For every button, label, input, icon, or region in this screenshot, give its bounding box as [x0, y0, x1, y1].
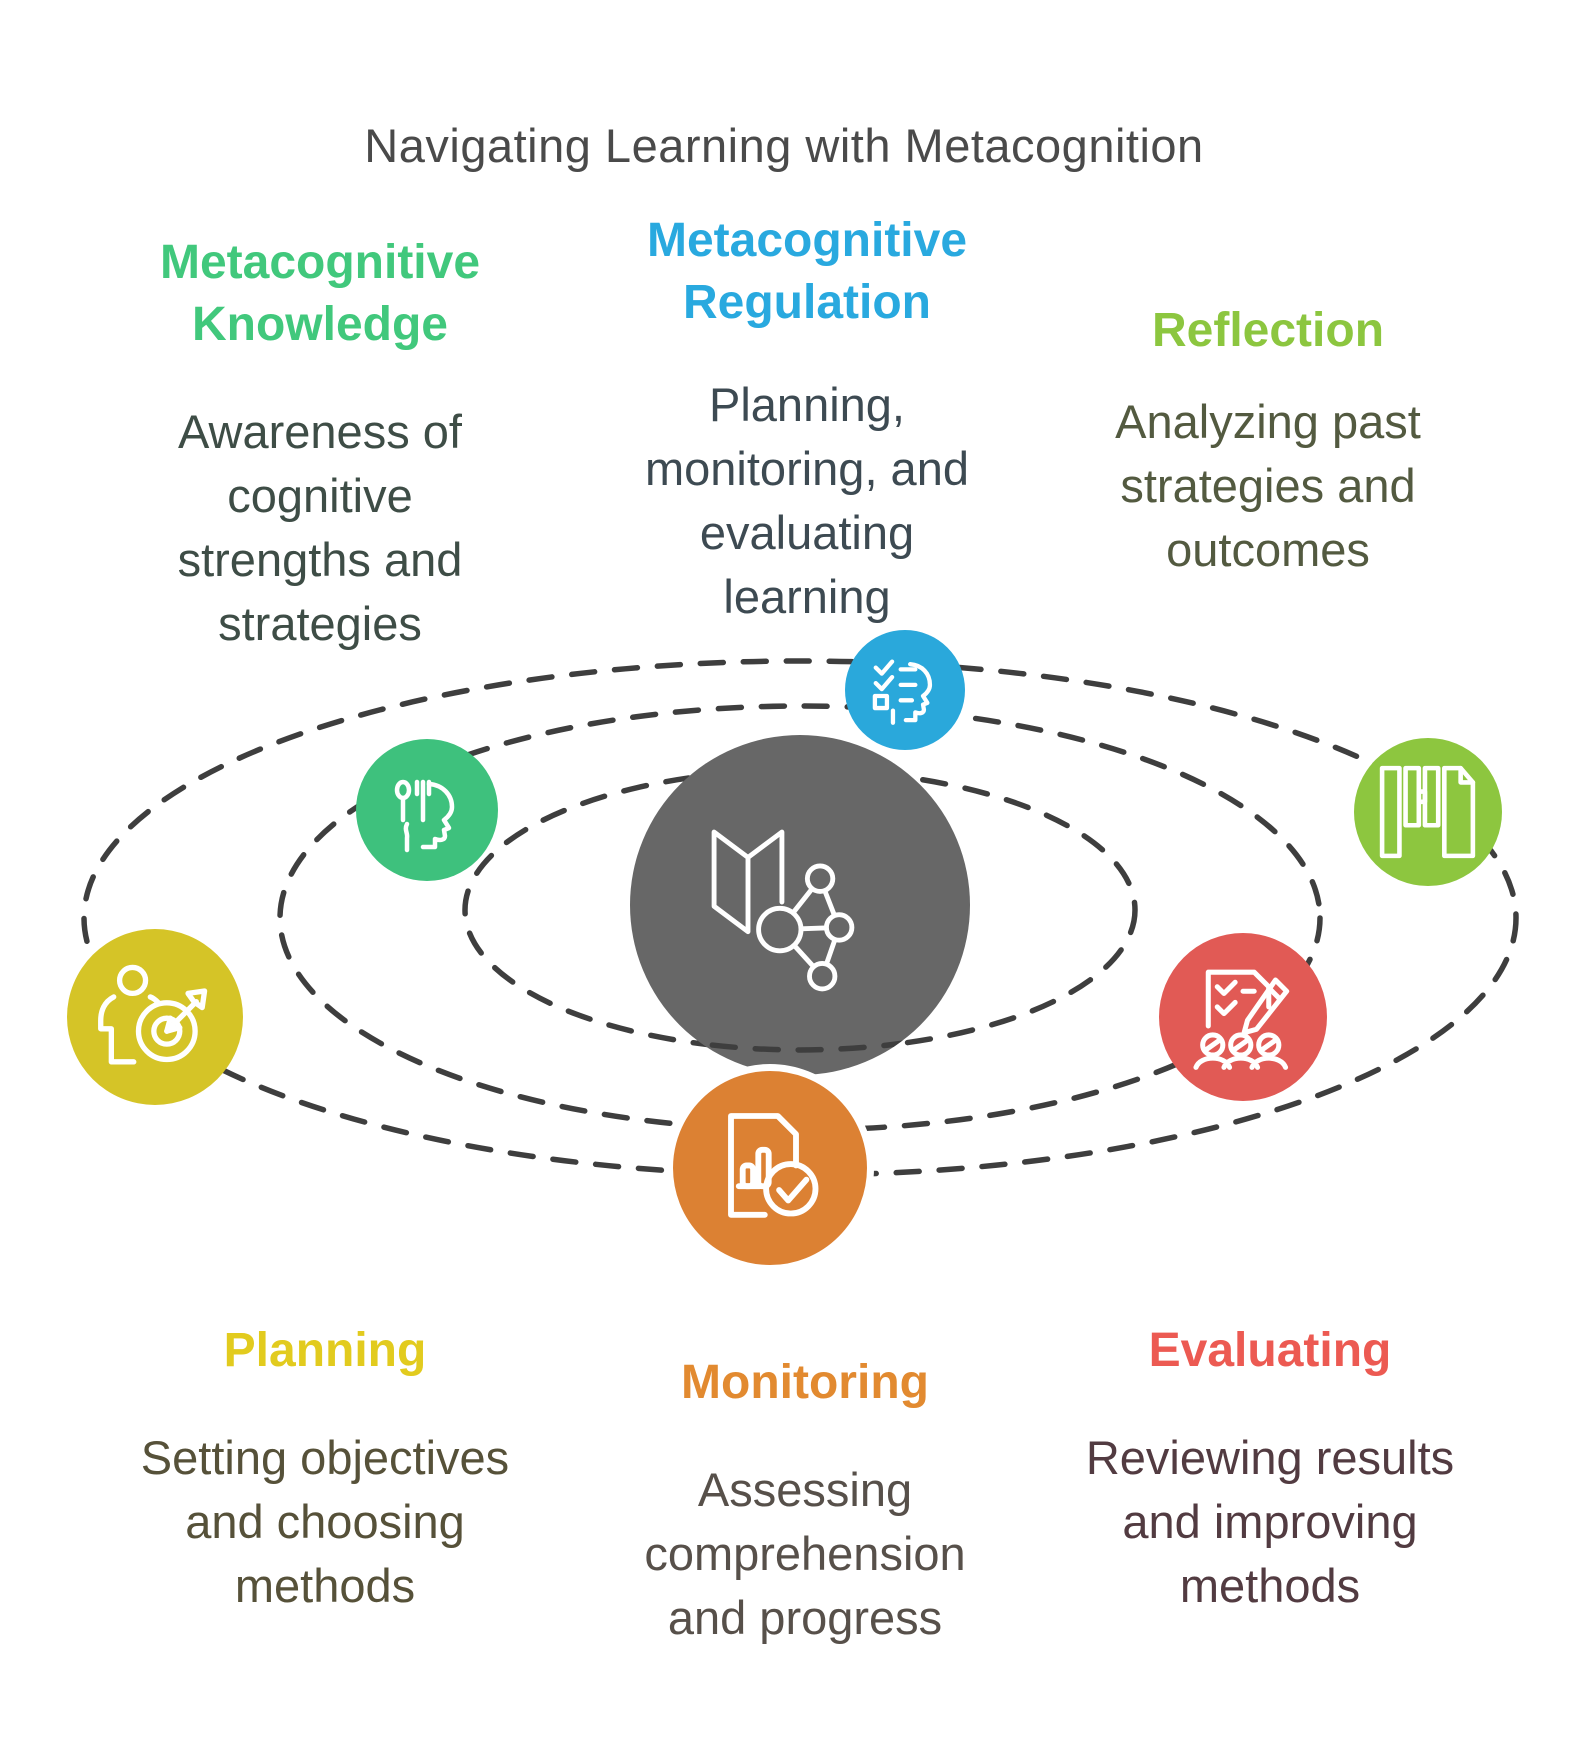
books-icon	[1379, 765, 1476, 859]
document-pencil-people-icon	[1193, 969, 1290, 1070]
orbit-ring-inner-front	[630, 907, 970, 1053]
head-utensils-icon	[394, 779, 455, 853]
section-metacognitive-regulation: Metacognitive Regulation Planning, monit…	[617, 210, 997, 628]
section-body-monitoring: Assessing comprehension and progress	[644, 1463, 966, 1645]
section-monitoring: Monitoring Assessing comprehension and p…	[615, 1352, 995, 1650]
section-title-monitoring: Monitoring	[681, 1356, 929, 1409]
section-title-reflection: Reflection	[1151, 304, 1385, 357]
evaluating-orbit-node	[1159, 933, 1327, 1101]
section-title-metacognitive-regulation: Metacognitive Regulation	[646, 214, 968, 330]
section-body-metacognitive-regulation: Planning, monitoring, and evaluating lea…	[645, 377, 969, 623]
reflection-orbit-node	[1354, 738, 1502, 886]
section-body-planning: Setting objectives and choosing methods	[140, 1431, 510, 1613]
section-title-metacognitive-knowledge: Metacognitive Knowledge	[159, 236, 481, 352]
section-metacognitive-knowledge: Metacognitive Knowledge Awareness of cog…	[130, 232, 510, 655]
knowledge-orbit-node	[356, 739, 498, 881]
section-reflection: Reflection Analyzing past strategies and…	[1078, 300, 1458, 582]
section-evaluating: Evaluating Reviewing results and improvi…	[1050, 1320, 1490, 1618]
planning-orbit-node	[67, 929, 243, 1105]
section-planning: Planning Setting objectives and choosing…	[105, 1320, 545, 1618]
orbit-ring-outer	[81, 658, 1519, 1178]
section-title-planning: Planning	[223, 1324, 427, 1377]
section-body-evaluating: Reviewing results and improving methods	[1085, 1431, 1455, 1613]
section-title-evaluating: Evaluating	[1148, 1324, 1392, 1377]
regulation-orbit-node	[845, 630, 965, 750]
section-body-reflection: Analyzing past strategies and outcomes	[1115, 395, 1421, 577]
monitoring-orbit-node	[666, 1064, 874, 1272]
checklist-head-icon	[872, 659, 933, 725]
person-target-icon	[98, 964, 208, 1065]
map-network-icon	[711, 829, 855, 992]
document-chart-check-icon	[728, 1113, 819, 1218]
page-title: Navigating Learning with Metacognition	[364, 119, 1204, 172]
section-body-metacognitive-knowledge: Awareness of cognitive strengths and str…	[177, 404, 463, 650]
